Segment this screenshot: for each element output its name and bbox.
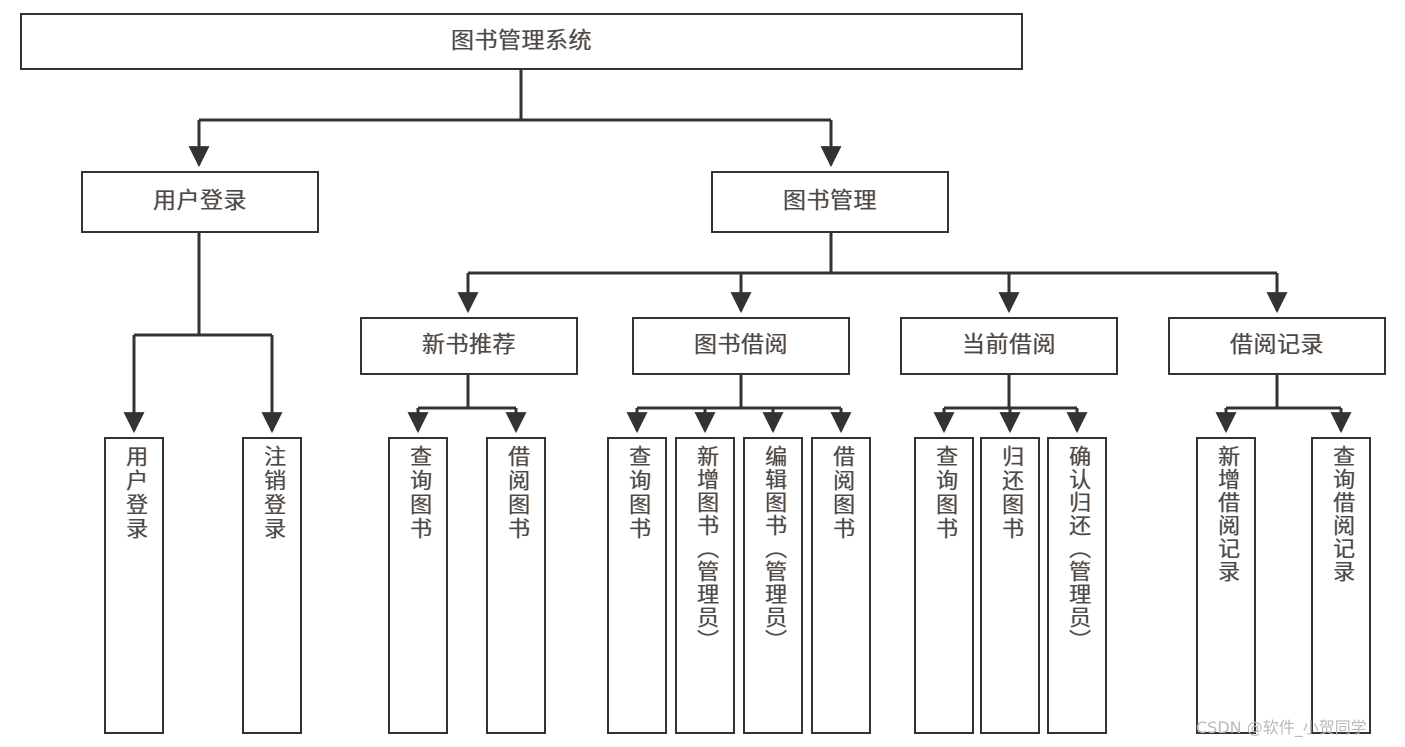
node-borrow-record[interactable]: 借阅记录 bbox=[1168, 317, 1386, 375]
node-label: 新书推荐 bbox=[422, 332, 516, 359]
node-label: 查询图书 bbox=[932, 445, 958, 541]
node-leaf-logout[interactable]: 注销登录 bbox=[242, 437, 302, 734]
node-leaf-query-book-borrow[interactable]: 查询图书 bbox=[607, 437, 667, 734]
node-label: 用户登录 bbox=[122, 445, 148, 541]
node-leaf-borrow-book[interactable]: 借阅图书 bbox=[811, 437, 871, 734]
node-root-book-management-system[interactable]: 图书管理系统 bbox=[20, 13, 1023, 70]
node-label: 图书借阅 bbox=[694, 332, 788, 359]
node-label: 新增借阅记录 bbox=[1214, 445, 1240, 583]
node-leaf-query-book-recommend[interactable]: 查询图书 bbox=[388, 437, 448, 734]
node-leaf-query-book-current[interactable]: 查询图书 bbox=[914, 437, 974, 734]
node-label: 编辑图书（管理员） bbox=[761, 445, 787, 652]
node-book-management[interactable]: 图书管理 bbox=[711, 171, 949, 233]
node-label: 查询图书 bbox=[625, 445, 651, 541]
node-label: 查询图书 bbox=[406, 445, 432, 541]
node-label: 借阅图书 bbox=[504, 445, 530, 541]
node-label: 注销登录 bbox=[260, 445, 286, 541]
node-leaf-query-borrow-record[interactable]: 查询借阅记录 bbox=[1311, 437, 1371, 734]
node-label: 查询借阅记录 bbox=[1329, 445, 1355, 583]
node-label: 借阅记录 bbox=[1230, 332, 1324, 359]
node-label: 借阅图书 bbox=[829, 445, 855, 541]
node-new-book-recommend[interactable]: 新书推荐 bbox=[360, 317, 578, 375]
node-label: 当前借阅 bbox=[962, 332, 1056, 359]
node-leaf-borrow-book-recommend[interactable]: 借阅图书 bbox=[486, 437, 546, 734]
node-leaf-add-borrow-record[interactable]: 新增借阅记录 bbox=[1196, 437, 1256, 734]
node-label: 图书管理 bbox=[783, 188, 877, 215]
node-leaf-confirm-return-admin[interactable]: 确认归还（管理员） bbox=[1047, 437, 1107, 734]
node-user-login[interactable]: 用户登录 bbox=[81, 171, 319, 233]
node-label: 确认归还（管理员） bbox=[1065, 445, 1091, 652]
node-leaf-user-login[interactable]: 用户登录 bbox=[104, 437, 164, 734]
node-current-borrow[interactable]: 当前借阅 bbox=[900, 317, 1118, 375]
watermark: CSDN @软件_小贺同学 bbox=[1196, 718, 1367, 737]
node-label: 归还图书 bbox=[998, 445, 1024, 541]
node-leaf-edit-book-admin[interactable]: 编辑图书（管理员） bbox=[743, 437, 803, 734]
node-book-borrow[interactable]: 图书借阅 bbox=[632, 317, 850, 375]
node-label: 新增图书（管理员） bbox=[693, 445, 719, 652]
node-label: 图书管理系统 bbox=[451, 27, 592, 54]
node-leaf-add-book-admin[interactable]: 新增图书（管理员） bbox=[675, 437, 735, 734]
node-label: 用户登录 bbox=[153, 188, 247, 215]
node-leaf-return-book[interactable]: 归还图书 bbox=[980, 437, 1040, 734]
